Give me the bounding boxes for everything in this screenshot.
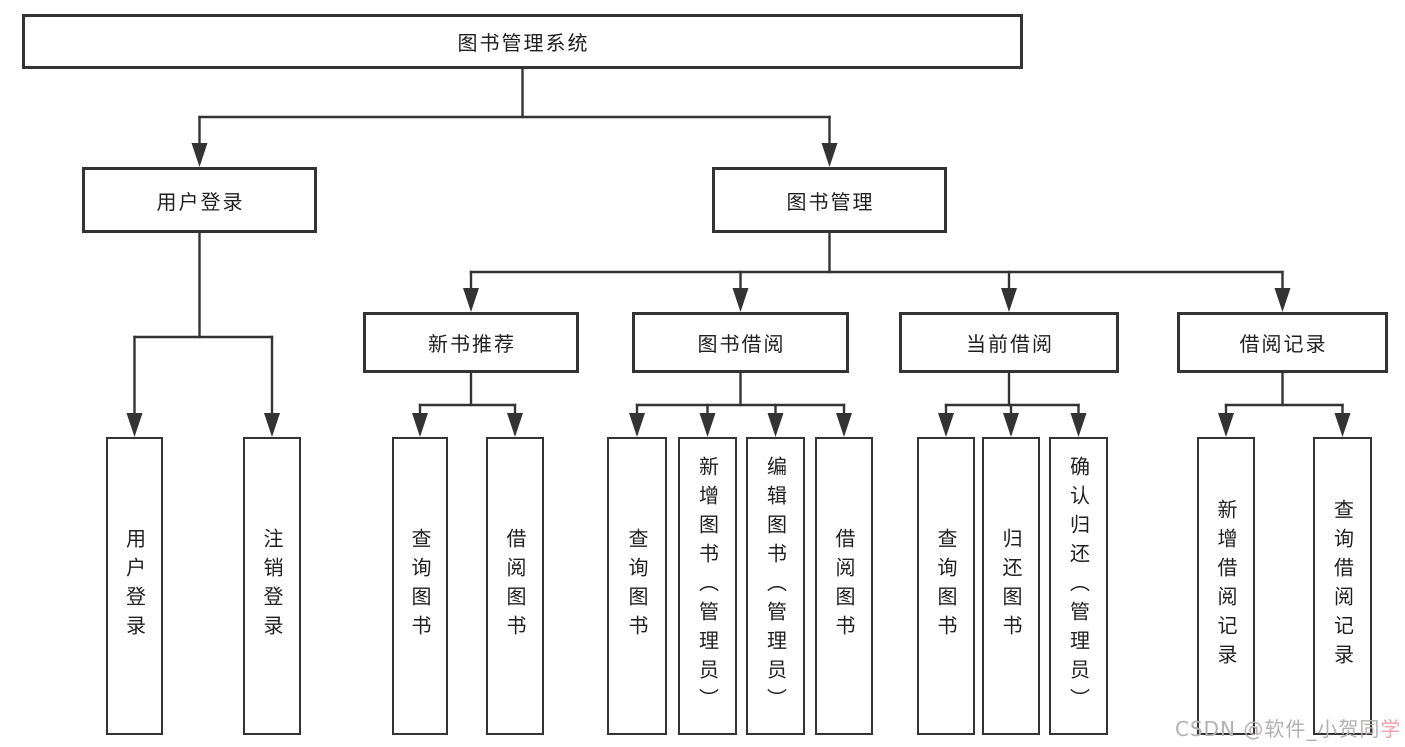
node-user-login: 用户登录 xyxy=(82,167,317,233)
node-label: 查询图书 xyxy=(625,528,649,644)
node-label: 图书管理 xyxy=(786,189,875,214)
node-label: 注销登录 xyxy=(260,528,284,644)
node-leaf-borrow-book: 借阅图书 xyxy=(815,437,873,735)
node-label: 用户登录 xyxy=(122,528,147,644)
node-label: 新增图书（管理员） xyxy=(695,455,720,717)
node-label: 查询借阅记录 xyxy=(1330,499,1355,673)
node-label: 归还图书 xyxy=(999,528,1023,644)
node-label: 查询图书 xyxy=(934,528,958,644)
node-leaf-user-login: 用户登录 xyxy=(106,437,163,735)
node-label: 图书借阅 xyxy=(697,332,786,356)
node-current-borrow: 当前借阅 xyxy=(899,312,1119,373)
node-leaf-query-book-cur: 查询图书 xyxy=(917,437,975,735)
node-book-borrow: 图书借阅 xyxy=(632,312,849,373)
node-book-mgmt: 图书管理 xyxy=(712,167,947,233)
node-leaf-query-book-rec: 查询图书 xyxy=(392,437,448,735)
node-leaf-add-record: 新增借阅记录 xyxy=(1197,437,1255,735)
node-borrow-record: 借阅记录 xyxy=(1177,312,1388,373)
node-label: 图书管理系统 xyxy=(457,31,590,55)
node-leaf-borrow-book-rec: 借阅图书 xyxy=(486,437,544,735)
node-label: 借阅记录 xyxy=(1239,332,1328,356)
node-leaf-query-book-borrow: 查询图书 xyxy=(607,437,667,735)
node-label: 查询图书 xyxy=(408,528,432,644)
node-label: 借阅图书 xyxy=(832,528,856,644)
node-label: 新书推荐 xyxy=(428,332,516,356)
node-leaf-logout: 注销登录 xyxy=(243,437,301,735)
node-leaf-edit-book: 编辑图书（管理员） xyxy=(746,437,805,735)
node-root: 图书管理系统 xyxy=(22,14,1023,69)
node-label: 编辑图书（管理员） xyxy=(763,455,788,717)
node-leaf-return-book: 归还图书 xyxy=(982,437,1040,735)
node-label: 借阅图书 xyxy=(503,528,527,644)
node-label: 用户登录 xyxy=(156,189,245,214)
node-leaf-confirm-return: 确认归还（管理员） xyxy=(1049,437,1108,735)
node-leaf-query-record: 查询借阅记录 xyxy=(1313,437,1372,735)
node-new-book-rec: 新书推荐 xyxy=(363,312,579,373)
node-label: 当前借阅 xyxy=(966,332,1054,356)
node-leaf-add-book: 新增图书（管理员） xyxy=(678,437,737,735)
node-label: 确认归还（管理员） xyxy=(1066,455,1091,717)
node-label: 新增借阅记录 xyxy=(1214,499,1238,673)
